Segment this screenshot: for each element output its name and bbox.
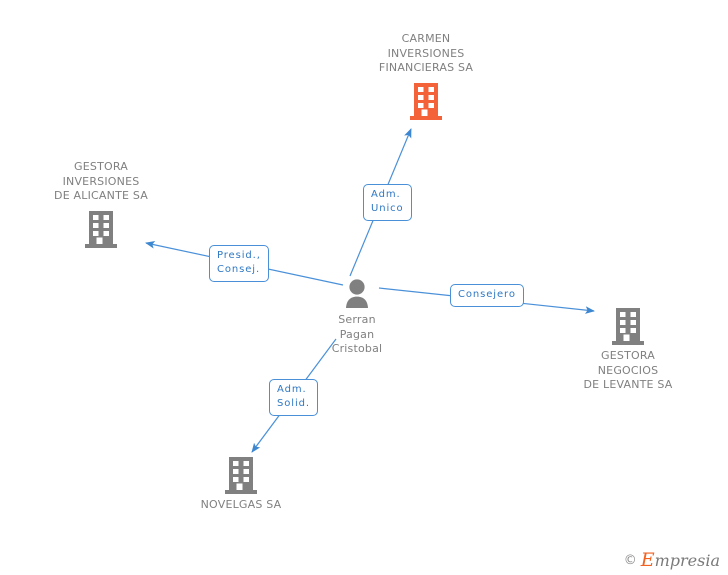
edge-label-presid-consej[interactable]: Presid., Consej. [209,245,269,282]
node-gestora-inversiones-de-alicante-sa[interactable]: GESTORA INVERSIONES DE ALICANTE SA [16,160,186,249]
node-gestora-negocios-de-levante-sa[interactable]: GESTORA NEGOCIOS DE LEVANTE SA [543,306,713,393]
node-novelgas-sa[interactable]: NOVELGAS SA [156,455,326,513]
empresia-logo-rest: mpresia [654,551,720,570]
edge-label-adm-solid[interactable]: Adm. Solid. [269,379,318,416]
node-serran-pagan-cristobal[interactable]: Serran Pagan Cristobal [272,278,442,357]
building-icon [16,209,186,249]
building-icon [156,455,326,495]
node-label-person: Serran Pagan Cristobal [331,313,383,355]
node-label-gestora-levante: GESTORA NEGOCIOS DE LEVANTE SA [583,349,673,391]
building-icon [543,306,713,346]
person-icon [272,278,442,310]
copyright-icon: © [623,553,637,568]
node-carmen-inversiones-financieras-sa[interactable]: CARMEN INVERSIONES FINANCIERAS SA [341,32,511,121]
node-label-carmen: CARMEN INVERSIONES FINANCIERAS SA [378,32,474,74]
empresia-logo-initial: E [640,549,655,571]
edge-label-consejero[interactable]: Consejero [450,284,524,307]
empresia-logo: Empresia [640,549,720,571]
building-icon [341,81,511,121]
edge-label-adm-unico[interactable]: Adm. Unico [363,184,412,221]
node-label-gestora-alicante: GESTORA INVERSIONES DE ALICANTE SA [54,160,148,202]
node-label-novelgas: NOVELGAS SA [200,498,282,511]
empresia-watermark: © Empresia [623,549,720,571]
